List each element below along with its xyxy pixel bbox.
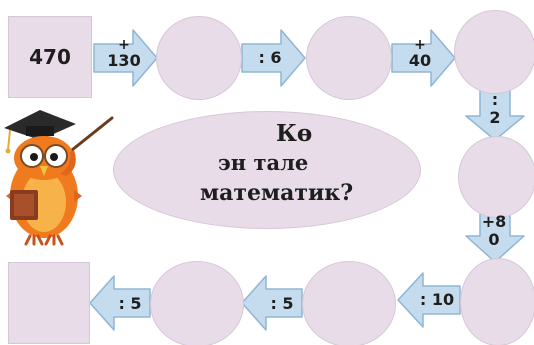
- answer-circle-7[interactable]: [150, 261, 244, 345]
- arrow-left-3: [89, 275, 151, 331]
- answer-circle-1[interactable]: [156, 16, 242, 100]
- arrow-down-1: [465, 87, 525, 141]
- op-label-plus-40: + 40: [400, 38, 440, 69]
- op1-sign: +: [118, 37, 130, 53]
- op5-sign: +8: [481, 212, 507, 231]
- arrow-right-1: [93, 29, 158, 87]
- op-label-div-10: : 10: [419, 290, 455, 309]
- arrow-right-2: [241, 29, 306, 87]
- op-label-div-2: : 2: [478, 92, 512, 126]
- start-value: 470: [29, 45, 71, 69]
- arrow-left-2: [241, 275, 303, 331]
- answer-circle-2[interactable]: [306, 16, 392, 100]
- op4-number: 2: [489, 108, 501, 127]
- question-line-3: математик?: [200, 180, 354, 206]
- arrow-right-3: [391, 29, 456, 87]
- arrow-left-1: [397, 272, 461, 328]
- op5-number: 0: [488, 230, 500, 249]
- op-label-plus-80: +8 0: [474, 214, 514, 248]
- question-line-1: Кө: [276, 120, 313, 147]
- op4-sign: :: [491, 90, 499, 109]
- answer-circle-3[interactable]: [454, 10, 534, 94]
- question-line-2: эн тале: [218, 150, 309, 175]
- arrow-down-2: [465, 211, 525, 263]
- op-label-plus-130: + 130: [104, 38, 144, 69]
- start-box: 470: [8, 16, 92, 98]
- end-box[interactable]: [8, 262, 90, 344]
- question-ellipse: [113, 111, 421, 229]
- answer-circle-4[interactable]: [458, 136, 534, 218]
- op3-number: 40: [408, 51, 432, 70]
- op1-number: 130: [107, 51, 141, 70]
- answer-circle-6[interactable]: [302, 261, 396, 345]
- op-label-div-5-a: : 5: [270, 294, 294, 313]
- answer-circle-5[interactable]: [460, 258, 534, 345]
- op3-sign: +: [414, 37, 426, 53]
- op-label-div-5-b: : 5: [118, 294, 142, 313]
- op-label-div-6: : 6: [258, 48, 282, 67]
